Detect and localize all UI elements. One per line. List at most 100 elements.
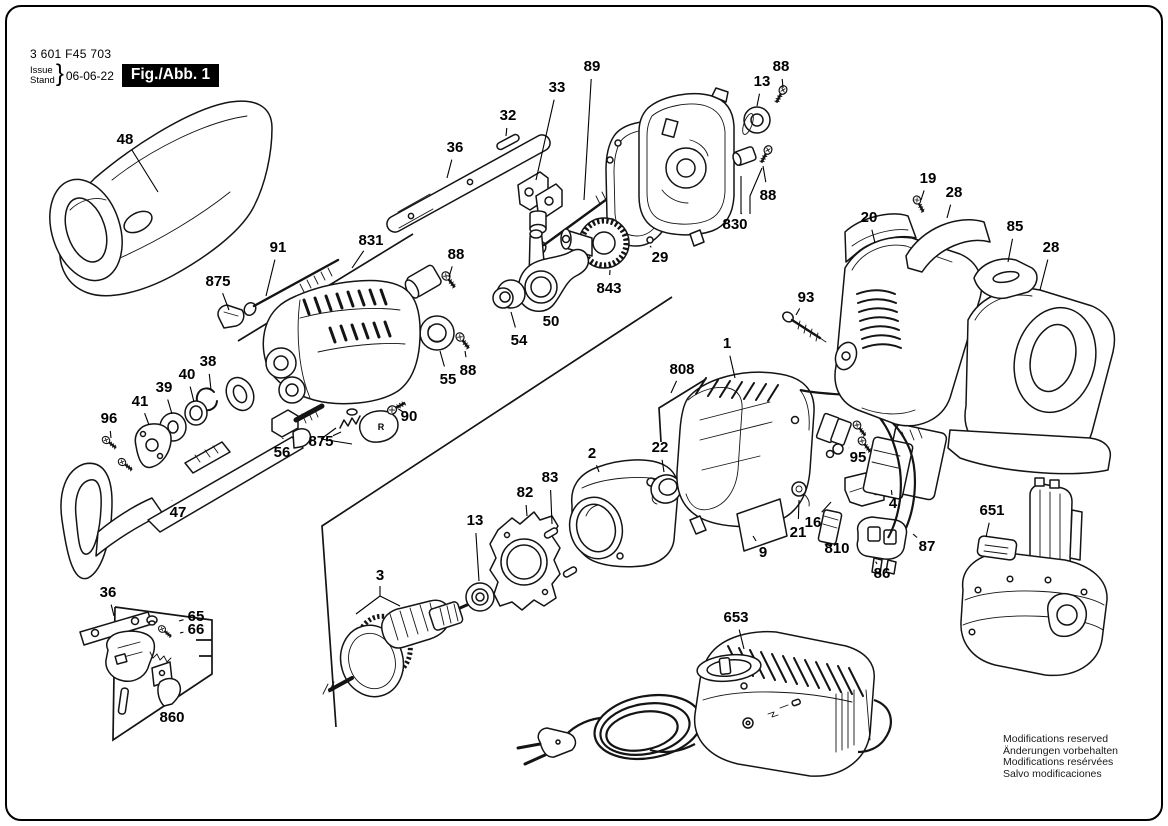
leader-line-9	[752, 535, 757, 542]
part-label-860: 860	[159, 709, 184, 726]
leader-line-13	[475, 532, 480, 582]
issue-label: Issue	[30, 64, 53, 76]
pin-32	[496, 133, 520, 151]
part-label-83: 83	[542, 469, 559, 486]
blade-holder-47	[60, 428, 312, 580]
part-label-90: 90	[401, 408, 418, 425]
leader-line-20	[871, 229, 876, 244]
part-label-87: 87	[919, 538, 936, 555]
screw-91	[243, 258, 340, 317]
leader-line-36	[110, 604, 115, 617]
support-tube-36	[386, 134, 551, 233]
part-label-39: 39	[156, 379, 173, 396]
part-label-19: 19	[920, 170, 937, 187]
block-810	[817, 509, 843, 545]
battery-651	[960, 477, 1108, 677]
part-label-88: 88	[773, 58, 790, 75]
leader-line-22	[661, 459, 665, 473]
leader-line-91	[265, 259, 276, 297]
leader-line-83	[550, 489, 553, 525]
crank-link-50	[517, 229, 590, 312]
footer-line: Änderungen vorbehalten	[1003, 744, 1119, 757]
part-label-3: 3	[376, 567, 384, 584]
part-label-831: 831	[358, 232, 383, 249]
screw-88-mid	[756, 143, 775, 166]
header: 3 601 F45 703 Issue Stand } 06-06-22 Fig…	[30, 47, 220, 88]
part-label-810: 810	[824, 540, 849, 557]
screw-88-bushing	[439, 268, 460, 291]
part-label-48: 48	[117, 131, 134, 148]
screw-88-bearing	[453, 329, 474, 352]
part-label-20: 20	[861, 209, 878, 226]
leader-line-87	[912, 533, 918, 538]
bearing-pin-830	[732, 146, 757, 166]
part-label-1: 1	[723, 335, 731, 352]
leader-line-86	[875, 561, 878, 565]
screw-93	[782, 311, 827, 343]
leader-line-88	[464, 350, 467, 358]
cover-875	[358, 410, 399, 443]
pin-83-b	[562, 566, 578, 578]
leader-line-82	[525, 504, 528, 517]
leader-line-1	[729, 355, 736, 379]
leader-line-29	[649, 245, 652, 248]
part-label-22: 22	[652, 439, 669, 456]
pivot-bracket-33	[517, 171, 563, 235]
part-label-R: R	[378, 422, 385, 432]
part-label-88: 88	[460, 362, 477, 379]
leader-line-651	[985, 522, 990, 538]
leader-line-13	[756, 93, 761, 107]
part-label-875: 875	[308, 433, 333, 450]
part-label-88: 88	[448, 246, 465, 263]
part-label-38: 38	[200, 353, 217, 370]
screw-19	[910, 193, 928, 215]
part-label-9: 9	[759, 544, 767, 561]
part-label-82: 82	[517, 484, 534, 501]
bearing-13-center	[465, 582, 495, 612]
part-label-50: 50	[543, 313, 560, 330]
part-label-40: 40	[179, 366, 196, 383]
bolt-56	[271, 403, 325, 438]
part-label-651: 651	[979, 502, 1004, 519]
part-label-66: 66	[188, 621, 205, 638]
pin-83-a	[543, 527, 559, 539]
part-label-96: 96	[101, 410, 118, 427]
part-label-28: 28	[946, 184, 963, 201]
screw-95-a	[850, 418, 870, 440]
gearbox-housing	[638, 87, 735, 247]
issue-date: 06-06-22	[65, 68, 114, 83]
leader-line-810	[824, 543, 832, 547]
bearing-13-top	[742, 106, 771, 135]
spring-875	[339, 408, 361, 429]
handle-housing-20	[834, 213, 983, 427]
leader-line-4	[890, 490, 893, 496]
part-label-91: 91	[270, 239, 287, 256]
part-label-55: 55	[440, 371, 457, 388]
leader-line-21	[797, 499, 800, 520]
part-label-29: 29	[652, 249, 669, 266]
leader-line-38	[208, 373, 212, 391]
stand-label: Stand	[30, 74, 55, 86]
latch-assembly-860	[79, 611, 182, 715]
part-label-85: 85	[1007, 218, 1024, 235]
part-label-653: 653	[723, 609, 748, 626]
charger-653	[516, 630, 892, 777]
leader-line-2	[595, 465, 600, 473]
part-label-65: 65	[188, 608, 205, 625]
part-label-56: 56	[274, 444, 291, 461]
part-label-86: 86	[874, 565, 891, 582]
part-label-843: 843	[596, 280, 621, 297]
washer-21	[791, 481, 810, 507]
armature-3	[322, 591, 496, 698]
part-label-21: 21	[790, 524, 807, 541]
part-label-89: 89	[584, 58, 601, 75]
part-label-54: 54	[511, 332, 528, 349]
leader-line-28	[946, 204, 952, 219]
part-label-95: 95	[850, 449, 867, 466]
handle-housing-28	[905, 219, 1116, 475]
leader-line-40	[189, 386, 195, 403]
leader-line-653	[738, 629, 745, 650]
leader-line-93	[795, 308, 801, 316]
part-label-47: 47	[170, 504, 187, 521]
leader-line-89	[583, 78, 592, 201]
